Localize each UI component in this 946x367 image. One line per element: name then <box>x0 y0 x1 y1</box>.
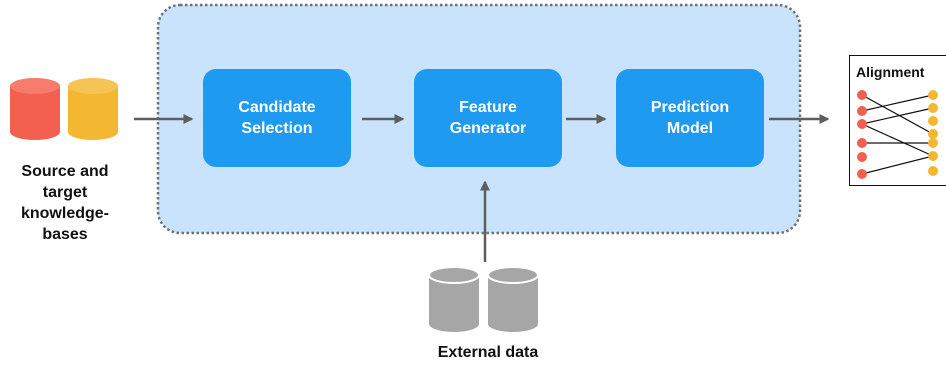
external-data-label: External data <box>437 344 539 361</box>
external-database-icon <box>428 266 480 332</box>
stage-box-feature <box>414 69 562 167</box>
alignment-panel: Alignment <box>849 55 946 186</box>
stage-box-candidate <box>203 69 351 167</box>
stage-label-prediction-model: Prediction Model <box>650 99 730 137</box>
alignment-title: Alignment <box>856 64 925 80</box>
source-knowledge-bases-label: Source and target knowledge- bases <box>20 163 109 243</box>
stage-label-feature-generator: Feature Generator <box>449 99 527 137</box>
source-database-icon <box>10 78 60 140</box>
stage-box-prediction <box>616 69 764 167</box>
external-database-icon <box>487 266 539 332</box>
alignment-target-nodes <box>928 90 938 176</box>
alignment-graph-icon <box>857 90 938 179</box>
target-database-icon <box>68 78 118 140</box>
alignment-source-nodes <box>857 90 867 179</box>
stage-label-candidate-selection: Candidate Selection <box>238 99 316 137</box>
